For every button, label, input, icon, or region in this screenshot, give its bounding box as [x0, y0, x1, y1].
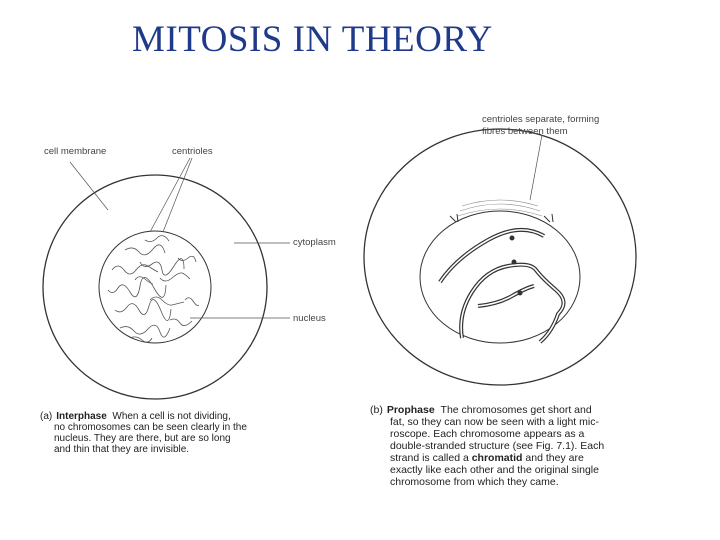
label-nucleus: nucleus: [293, 313, 326, 324]
caption-b-term-chromatid: chromatid: [471, 452, 523, 464]
caption-b-line6: exactly like each other and the original…: [390, 464, 599, 476]
slide-title: MITOSIS IN THEORY: [132, 19, 493, 60]
centrioles: [449, 213, 554, 223]
caption-b-line2: fat, so they can now be seen with a ligh…: [390, 416, 599, 428]
label-cytoplasm: cytoplasm: [293, 237, 336, 248]
centrioles-leader-line: [529, 134, 543, 201]
prophase-nucleus: [419, 210, 581, 344]
interphase-cell-membrane: [42, 174, 268, 400]
caption-b-line7: chromosome from which they came.: [390, 476, 559, 488]
caption-b-line1: The chromosomes get short and: [440, 404, 592, 416]
caption-a-stage: Interphase: [56, 411, 107, 422]
label-centrioles-b: centrioles separate, forming fibres betw…: [482, 114, 599, 138]
label-cell-membrane: cell membrane: [44, 146, 107, 157]
caption-a-line2: no chromosomes can be seen clearly in th…: [54, 422, 247, 433]
interphase-cell: [42, 157, 290, 400]
caption-a-line4: and thin that they are invisible.: [54, 444, 190, 455]
caption-a-tag: (a): [40, 411, 53, 422]
caption-b-line3: roscope. Each chromosome appears as a: [390, 428, 585, 440]
caption-b-line4: double-stranded structure (see Fig. 7.1)…: [390, 440, 605, 452]
caption-b-line5-pre: strand is called a: [390, 452, 469, 464]
interphase-chromatin: [107, 235, 200, 343]
caption-b-stage: Prophase: [386, 404, 435, 416]
label-centrioles-b-line2: fibres between them: [482, 126, 568, 137]
prophase-cell: [363, 128, 637, 386]
caption-prophase: (b)Prophase The chromosomes get short an…: [370, 404, 650, 488]
label-centrioles-a: centrioles: [172, 146, 213, 157]
caption-a-line1: When a cell is not dividing,: [112, 411, 231, 422]
prophase-chromosomes: [438, 228, 566, 344]
prophase-cell-membrane: [363, 128, 637, 386]
caption-b-tag: (b): [370, 404, 383, 416]
caption-b-line5-post: and they are: [525, 452, 584, 464]
interphase-nucleus: [98, 230, 212, 344]
spindle-fibres: [457, 199, 543, 217]
label-centrioles-b-line1: centrioles separate, forming: [482, 114, 600, 125]
caption-interphase: (a)Interphase When a cell is not dividin…: [40, 411, 280, 455]
interphase-leader-lines: [69, 157, 290, 319]
caption-b-line5: strand is called a chromatid and they ar…: [370, 452, 650, 464]
caption-a-line3: nucleus. They are there, but are so long: [54, 433, 231, 444]
